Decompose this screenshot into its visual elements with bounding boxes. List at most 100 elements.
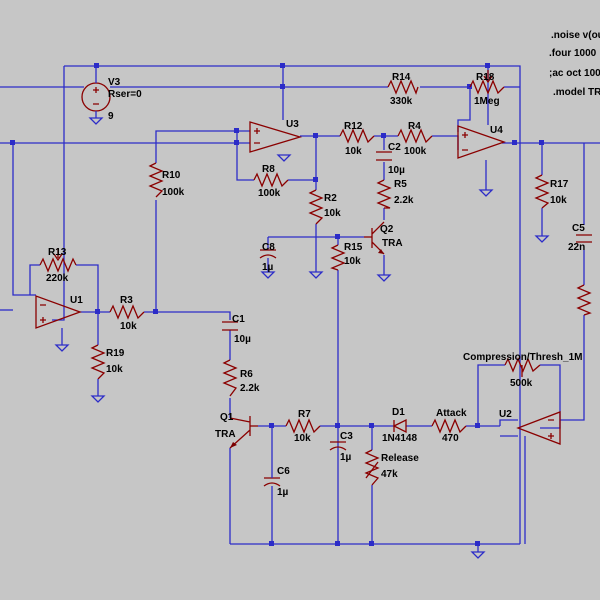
r6-label: R6 (240, 369, 253, 380)
release-value: 47k (381, 469, 398, 480)
v3-value: 9 (108, 111, 114, 122)
r13-value: 220k (46, 273, 69, 284)
c6-value: 1µ (277, 487, 289, 498)
u1-opamp: U1 (35, 295, 83, 345)
r12-value: 10k (345, 146, 362, 157)
v3-rser: Rser=0 (108, 89, 142, 100)
c2-capacitor: C2 10µ (376, 142, 405, 176)
c1-capacitor: C1 10µ (222, 314, 251, 345)
u2-label: U2 (499, 409, 512, 420)
r19-resistor: R19 10k (90, 344, 125, 396)
r6-resistor: R6 2.2k (222, 359, 260, 397)
r18-resistor: R18 1Meg (469, 70, 505, 107)
r12-label: R12 (344, 121, 363, 132)
v3-source: V3 Rser=0 9 (81, 66, 142, 122)
noise-directive: .noise v(ou (551, 30, 600, 41)
compression-label: Compression/Thresh_1M (463, 352, 582, 363)
r19-label: R19 (106, 348, 125, 359)
c1-label: C1 (232, 314, 245, 325)
ac-directive: ;ac oct 100 (549, 68, 600, 79)
r13-label: R13 (48, 247, 67, 258)
compression-resistor: Compression/Thresh_1M 500k (463, 352, 582, 389)
r6-value: 2.2k (240, 383, 260, 394)
c6-capacitor: C6 1µ (263, 465, 290, 498)
q1-transistor: Q1 TRA (215, 412, 258, 449)
r3-label: R3 (120, 295, 133, 306)
attack-label: Attack (436, 408, 467, 419)
u3-label: U3 (286, 119, 299, 130)
c2-value: 10µ (388, 165, 405, 176)
right-edge-resistor (576, 284, 592, 316)
r17-resistor: R17 10k (534, 174, 569, 209)
d1-value: 1N4148 (382, 433, 417, 444)
c3-label: C3 (340, 431, 353, 442)
r19-value: 10k (106, 364, 123, 375)
four-directive: .four 1000 (549, 48, 597, 59)
r7-label: R7 (298, 409, 311, 420)
r17-label: R17 (550, 179, 569, 190)
r18-value: 1Meg (474, 96, 500, 107)
u2-opamp: U2 (499, 409, 561, 445)
u1-label: U1 (70, 295, 83, 306)
c3-value: 1µ (340, 452, 352, 463)
c5-value: 22n (568, 242, 585, 253)
release-label: Release (381, 453, 419, 464)
r8-value: 100k (258, 188, 281, 199)
r18-label: R18 (476, 72, 495, 83)
u4-opamp: U4 (457, 125, 506, 159)
u4-label: U4 (490, 125, 503, 136)
r14-value: 330k (390, 96, 413, 107)
release-resistor: Release 47k (364, 449, 419, 486)
r7-value: 10k (294, 433, 311, 444)
q2-model: TRA (382, 238, 403, 249)
r4-resistor: R4 100k (397, 121, 433, 157)
r8-label: R8 (262, 164, 275, 175)
attack-value: 470 (442, 433, 459, 444)
q1-label: Q1 (220, 412, 234, 423)
r17-value: 10k (550, 195, 567, 206)
junctions (10, 63, 544, 546)
q2-transistor: Q2 TRA (364, 221, 403, 255)
r3-value: 10k (120, 321, 137, 332)
model-directive: .model TR (553, 87, 600, 98)
r7-resistor: R7 10k (285, 409, 321, 444)
r15-label: R15 (344, 242, 363, 253)
v3-label: V3 (108, 77, 121, 88)
r5-value: 2.2k (394, 195, 414, 206)
q2-label: Q2 (380, 224, 394, 235)
r3-resistor: R3 10k (109, 295, 145, 332)
r14-resistor: R14 330k (387, 72, 419, 107)
r15-resistor: R15 10k (330, 242, 363, 271)
r10-value: 100k (162, 187, 185, 198)
r4-label: R4 (408, 121, 421, 132)
u3-opamp: U3 (249, 119, 303, 153)
c1-value: 10µ (234, 334, 251, 345)
spice-directives: .noise v(ou .four 1000 ;ac oct 100 .mode… (549, 30, 600, 98)
compression-value: 500k (510, 378, 533, 389)
r8-resistor: R8 100k (253, 164, 289, 199)
r10-resistor: R10 100k (148, 162, 185, 198)
c5-capacitor: C5 22n (568, 223, 592, 253)
d1-diode: D1 1N4148 (382, 407, 417, 444)
attack-resistor: Attack 470 (431, 408, 467, 444)
r15-value: 10k (344, 256, 361, 267)
c3-capacitor: C3 1µ (329, 431, 353, 463)
wires (0, 65, 600, 552)
r5-resistor: R5 2.2k (376, 179, 414, 209)
c6-label: C6 (277, 466, 290, 477)
r10-label: R10 (162, 170, 181, 181)
r12-resistor: R12 10k (339, 121, 375, 157)
r2-resistor: R2 10k (308, 189, 341, 225)
r2-label: R2 (324, 193, 337, 204)
r2-value: 10k (324, 208, 341, 219)
c8-value: 1µ (262, 262, 274, 273)
d1-label: D1 (392, 407, 405, 418)
r4-value: 100k (404, 146, 427, 157)
c5-label: C5 (572, 223, 585, 234)
ground-symbols (54, 117, 550, 559)
r14-label: R14 (392, 72, 411, 83)
c2-label: C2 (388, 142, 401, 153)
c8-capacitor: C8 1µ (259, 242, 277, 273)
r5-label: R5 (394, 179, 407, 190)
